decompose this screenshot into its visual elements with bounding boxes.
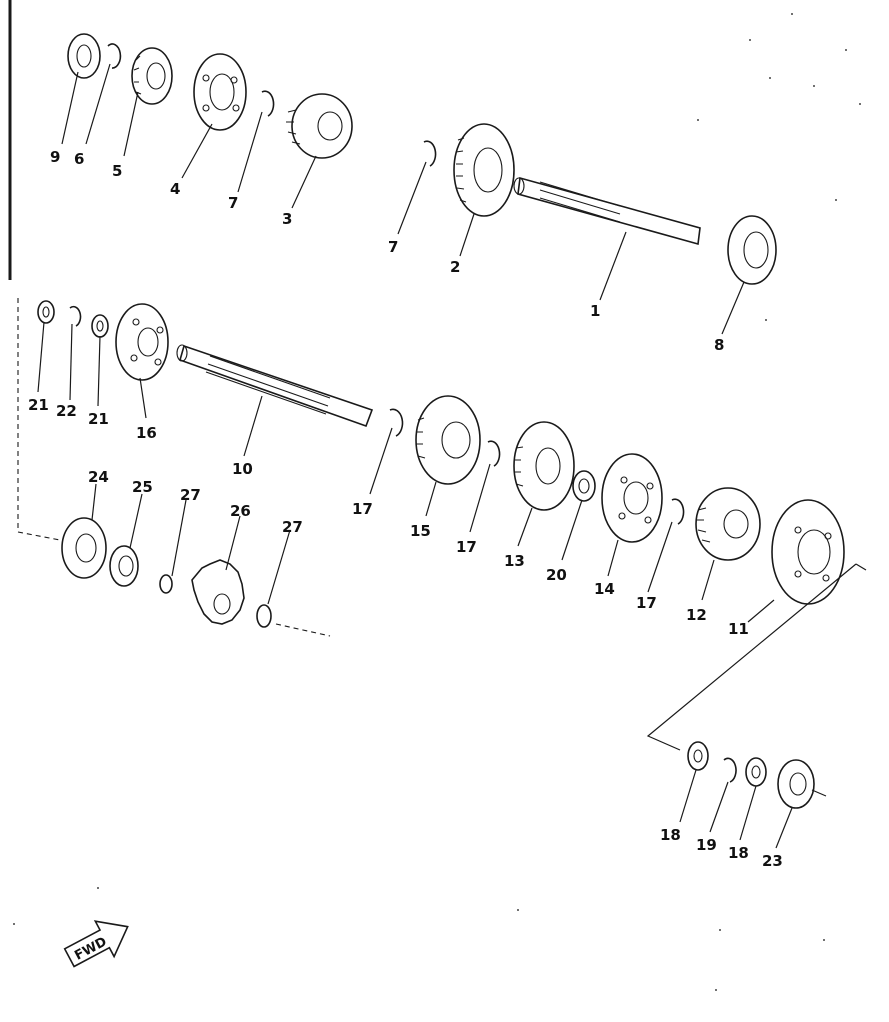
gear-15 <box>415 395 481 485</box>
callout-13: 13 <box>504 552 525 570</box>
callout-7-lower: 7 <box>388 238 398 256</box>
gear-14 <box>601 453 663 543</box>
callout-25: 25 <box>132 478 153 496</box>
gear-4 <box>193 53 247 131</box>
gear-3 <box>286 93 353 159</box>
gear-12 <box>695 487 761 561</box>
callout-17-b: 17 <box>456 538 477 556</box>
callout-7-upper: 7 <box>228 194 238 212</box>
bearing-23 <box>777 759 827 809</box>
callout-3: 3 <box>282 210 292 228</box>
washer-20 <box>572 470 596 502</box>
fwd-arrow-icon: FWD <box>63 920 129 968</box>
callout-18-left: 18 <box>660 826 681 844</box>
axis-line-right <box>646 563 857 751</box>
bearing-24 <box>61 517 107 579</box>
callout-23: 23 <box>762 852 783 870</box>
callout-16: 16 <box>136 424 157 442</box>
circlip-17-c <box>671 498 685 525</box>
washer-21-right <box>91 314 109 338</box>
callout-14: 14 <box>594 580 615 598</box>
callout-19: 19 <box>696 836 717 854</box>
circlip-6 <box>107 43 122 69</box>
circlip-17-a <box>389 408 404 437</box>
callout-numbers: 9 6 5 4 7 3 7 2 1 8 21 22 21 16 10 17 15… <box>28 148 783 870</box>
callout-12: 12 <box>686 606 707 624</box>
washer-21-left <box>37 300 55 324</box>
assembly-bracket-left <box>17 298 61 541</box>
circlip-17-b <box>487 440 501 467</box>
gear-5 <box>131 47 173 105</box>
callout-27-left: 27 <box>180 486 201 504</box>
fwd-label: FWD <box>72 934 109 963</box>
callout-17-c: 17 <box>636 594 657 612</box>
callout-17-a: 17 <box>352 500 373 518</box>
callout-9: 9 <box>50 148 60 166</box>
callout-11: 11 <box>728 620 749 638</box>
callout-20: 20 <box>546 566 567 584</box>
washer-18-right <box>745 757 767 787</box>
callout-27-right: 27 <box>282 518 303 536</box>
leader-lines <box>37 63 793 849</box>
callout-21-left: 21 <box>28 396 49 414</box>
washer-18-left <box>687 741 709 771</box>
sprocket-26 <box>191 559 245 625</box>
callout-22: 22 <box>56 402 77 420</box>
gear-2 <box>453 123 515 217</box>
callout-10: 10 <box>232 460 253 478</box>
scan-specks <box>13 13 861 991</box>
circlip-7-upper <box>261 90 275 117</box>
callout-4: 4 <box>170 180 180 198</box>
callout-5: 5 <box>112 162 122 180</box>
shaft-10 <box>176 344 374 428</box>
gear-13 <box>513 421 575 511</box>
gear-16 <box>115 303 169 381</box>
bearing-9 <box>67 33 101 79</box>
gear-11 <box>771 499 845 605</box>
callout-2: 2 <box>450 258 460 276</box>
shaft-1 <box>513 176 701 246</box>
collar-27-right <box>256 604 272 628</box>
callout-8: 8 <box>714 336 724 354</box>
callout-24: 24 <box>88 468 109 486</box>
axis-line-sprocket <box>275 623 331 637</box>
callout-1: 1 <box>590 302 600 320</box>
seal-25 <box>109 545 139 587</box>
circlip-7-lower <box>423 140 437 167</box>
collar-27-left <box>159 574 173 594</box>
callout-21-right: 21 <box>88 410 109 428</box>
bearing-8 <box>727 215 777 285</box>
callout-18-right: 18 <box>728 844 749 862</box>
callout-15: 15 <box>410 522 431 540</box>
circlip-22 <box>69 305 82 327</box>
circlip-19 <box>723 757 737 783</box>
callout-26: 26 <box>230 502 251 520</box>
axis-tick-right <box>855 563 867 571</box>
callout-6: 6 <box>74 150 84 168</box>
